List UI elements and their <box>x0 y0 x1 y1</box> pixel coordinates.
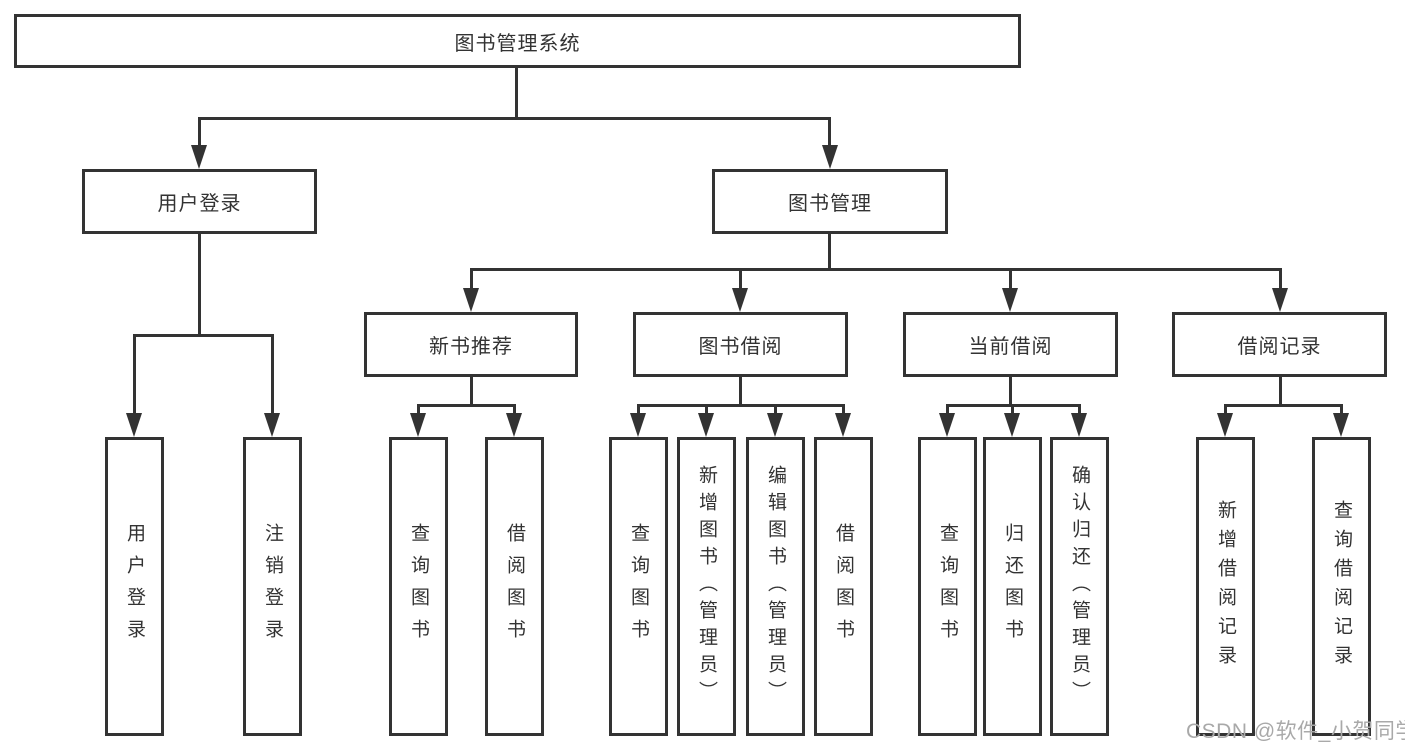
v-line <box>828 117 831 146</box>
leaf-label: 注销登录 <box>262 522 283 651</box>
arrow-down-icon <box>191 145 207 169</box>
leaf-label: 新增借阅记录 <box>1215 499 1236 674</box>
arrow-down-icon <box>410 413 426 437</box>
leaf-query-books-recommend: 查询图书 <box>389 437 448 736</box>
v-line <box>1011 404 1014 414</box>
arrow-down-icon <box>1002 288 1018 312</box>
h-line <box>1224 404 1342 407</box>
v-line <box>513 404 516 414</box>
arrow-down-icon <box>1272 288 1288 312</box>
v-line <box>1009 377 1012 405</box>
leaf-label: 编辑图书（管理员） <box>765 465 786 708</box>
leaf-borrow-books-recommend: 借阅图书 <box>485 437 544 736</box>
v-line <box>1340 404 1343 414</box>
v-line <box>470 268 473 290</box>
node-book-management: 图书管理 <box>712 169 948 234</box>
node-new-book-recommendation: 新书推荐 <box>364 312 578 377</box>
arrow-down-icon <box>835 413 851 437</box>
v-line <box>946 404 949 414</box>
arrow-down-icon <box>1333 413 1349 437</box>
leaf-add-books-admin: 新增图书（管理员） <box>677 437 736 736</box>
arrow-down-icon <box>698 413 714 437</box>
leaf-label: 查询图书 <box>937 522 958 651</box>
v-line <box>515 68 518 118</box>
v-line <box>739 377 742 405</box>
arrow-down-icon <box>463 288 479 312</box>
leaf-return-books: 归还图书 <box>983 437 1042 736</box>
leaf-confirm-return-admin: 确认归还（管理员） <box>1050 437 1109 736</box>
node-library-management-system: 图书管理系统 <box>14 14 1021 68</box>
arrow-down-icon <box>1071 413 1087 437</box>
v-line <box>1279 268 1282 290</box>
h-line <box>417 404 516 407</box>
v-line <box>828 234 831 270</box>
leaf-logout: 注销登录 <box>243 437 302 736</box>
leaf-label: 借阅图书 <box>504 522 525 651</box>
leaf-query-borrow-record: 查询借阅记录 <box>1312 437 1371 736</box>
v-line <box>1078 404 1081 414</box>
arrow-down-icon <box>126 413 142 437</box>
leaf-user-login: 用户登录 <box>105 437 164 736</box>
arrow-down-icon <box>1217 413 1233 437</box>
leaf-label: 归还图书 <box>1002 522 1023 651</box>
leaf-label: 用户登录 <box>124 522 145 651</box>
v-line <box>637 404 640 414</box>
leaf-query-books-current: 查询图书 <box>918 437 977 736</box>
node-user-login: 用户登录 <box>82 169 317 234</box>
leaf-add-borrow-record: 新增借阅记录 <box>1196 437 1255 736</box>
v-line <box>1009 268 1012 290</box>
arrow-down-icon <box>264 413 280 437</box>
v-line <box>842 404 845 414</box>
v-line <box>133 334 136 414</box>
v-line <box>1224 404 1227 414</box>
v-line <box>470 377 473 405</box>
h-line <box>133 334 274 337</box>
csdn-watermark: CSDN @软件_小贺同学 <box>1186 720 1405 743</box>
arrow-down-icon <box>939 413 955 437</box>
leaf-label: 查询图书 <box>408 522 429 651</box>
leaf-label: 新增图书（管理员） <box>696 465 717 708</box>
v-line <box>198 234 201 335</box>
h-line <box>198 117 831 120</box>
v-line <box>198 117 201 146</box>
h-line <box>637 404 845 407</box>
v-line <box>774 404 777 414</box>
arrow-down-icon <box>1004 413 1020 437</box>
arrow-down-icon <box>506 413 522 437</box>
h-line <box>470 268 1282 271</box>
v-line <box>271 334 274 414</box>
v-line <box>417 404 420 414</box>
node-current-borrowing: 当前借阅 <box>903 312 1118 377</box>
arrow-down-icon <box>767 413 783 437</box>
leaf-edit-books-admin: 编辑图书（管理员） <box>746 437 805 736</box>
leaf-label: 查询图书 <box>628 522 649 651</box>
arrow-down-icon <box>822 145 838 169</box>
v-line <box>739 268 742 290</box>
arrow-down-icon <box>732 288 748 312</box>
leaf-label: 确认归还（管理员） <box>1069 465 1090 708</box>
arrow-down-icon <box>630 413 646 437</box>
leaf-label: 查询借阅记录 <box>1331 499 1352 674</box>
v-line <box>705 404 708 414</box>
leaf-label: 借阅图书 <box>833 522 854 651</box>
node-borrowing-records: 借阅记录 <box>1172 312 1387 377</box>
leaf-query-books-borrowing: 查询图书 <box>609 437 668 736</box>
v-line <box>1279 377 1282 405</box>
node-book-borrowing: 图书借阅 <box>633 312 848 377</box>
leaf-borrow-books-borrowing: 借阅图书 <box>814 437 873 736</box>
